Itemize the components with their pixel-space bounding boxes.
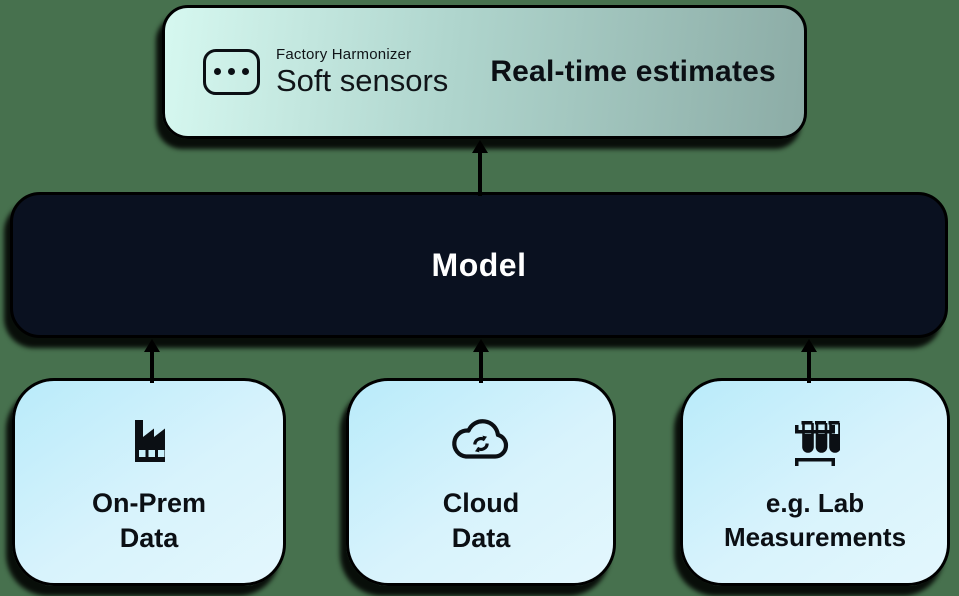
brand-product: Soft sensors	[276, 62, 449, 98]
on-prem-data-box: On-Prem Data	[12, 378, 286, 586]
dot-icon	[242, 68, 249, 76]
brand-name: Factory Harmonizer	[276, 45, 412, 63]
source-label-line1: Cloud	[442, 487, 520, 518]
model-box: Model	[10, 192, 948, 338]
arrow-lab-to-model-line	[807, 349, 811, 383]
dot-icon	[228, 68, 235, 76]
source-label: Cloud Data	[443, 486, 519, 556]
arrow-onprem-to-model-head	[144, 339, 160, 352]
brand-text: Factory Harmonizer Soft sensors	[276, 47, 448, 97]
brand-logo-group: Factory Harmonizer Soft sensors	[203, 47, 448, 97]
source-label: e.g. Lab Measurements	[724, 487, 906, 555]
dot-icon	[214, 68, 221, 76]
cloud-sync-icon	[449, 412, 513, 470]
source-label-line2: Data	[119, 523, 179, 553]
model-label: Model	[431, 246, 527, 283]
lab-measurements-box: e.g. Lab Measurements	[680, 378, 950, 586]
test-tubes-icon	[790, 413, 840, 471]
source-label-line1: On-Prem	[91, 487, 207, 518]
realtime-estimates-box: Factory Harmonizer Soft sensors Real-tim…	[162, 5, 807, 139]
ellipsis-badge-icon	[203, 48, 260, 95]
arrow-cloud-to-model-line	[479, 349, 483, 383]
realtime-estimates-label: Real-time estimates	[490, 55, 776, 88]
source-label-line2: Measurements	[723, 522, 907, 552]
arrow-model-to-output-head	[472, 140, 488, 153]
source-label-line2: Data	[451, 523, 511, 553]
arrow-onprem-to-model-line	[150, 349, 154, 383]
factory-icon	[125, 412, 173, 470]
cloud-data-box: Cloud Data	[346, 378, 616, 586]
source-label: On-Prem Data	[92, 486, 206, 556]
arrow-model-to-output-line	[478, 150, 482, 196]
arrow-lab-to-model-head	[801, 339, 817, 352]
source-label-line1: e.g. Lab	[765, 488, 865, 519]
arrow-cloud-to-model-head	[473, 339, 489, 352]
